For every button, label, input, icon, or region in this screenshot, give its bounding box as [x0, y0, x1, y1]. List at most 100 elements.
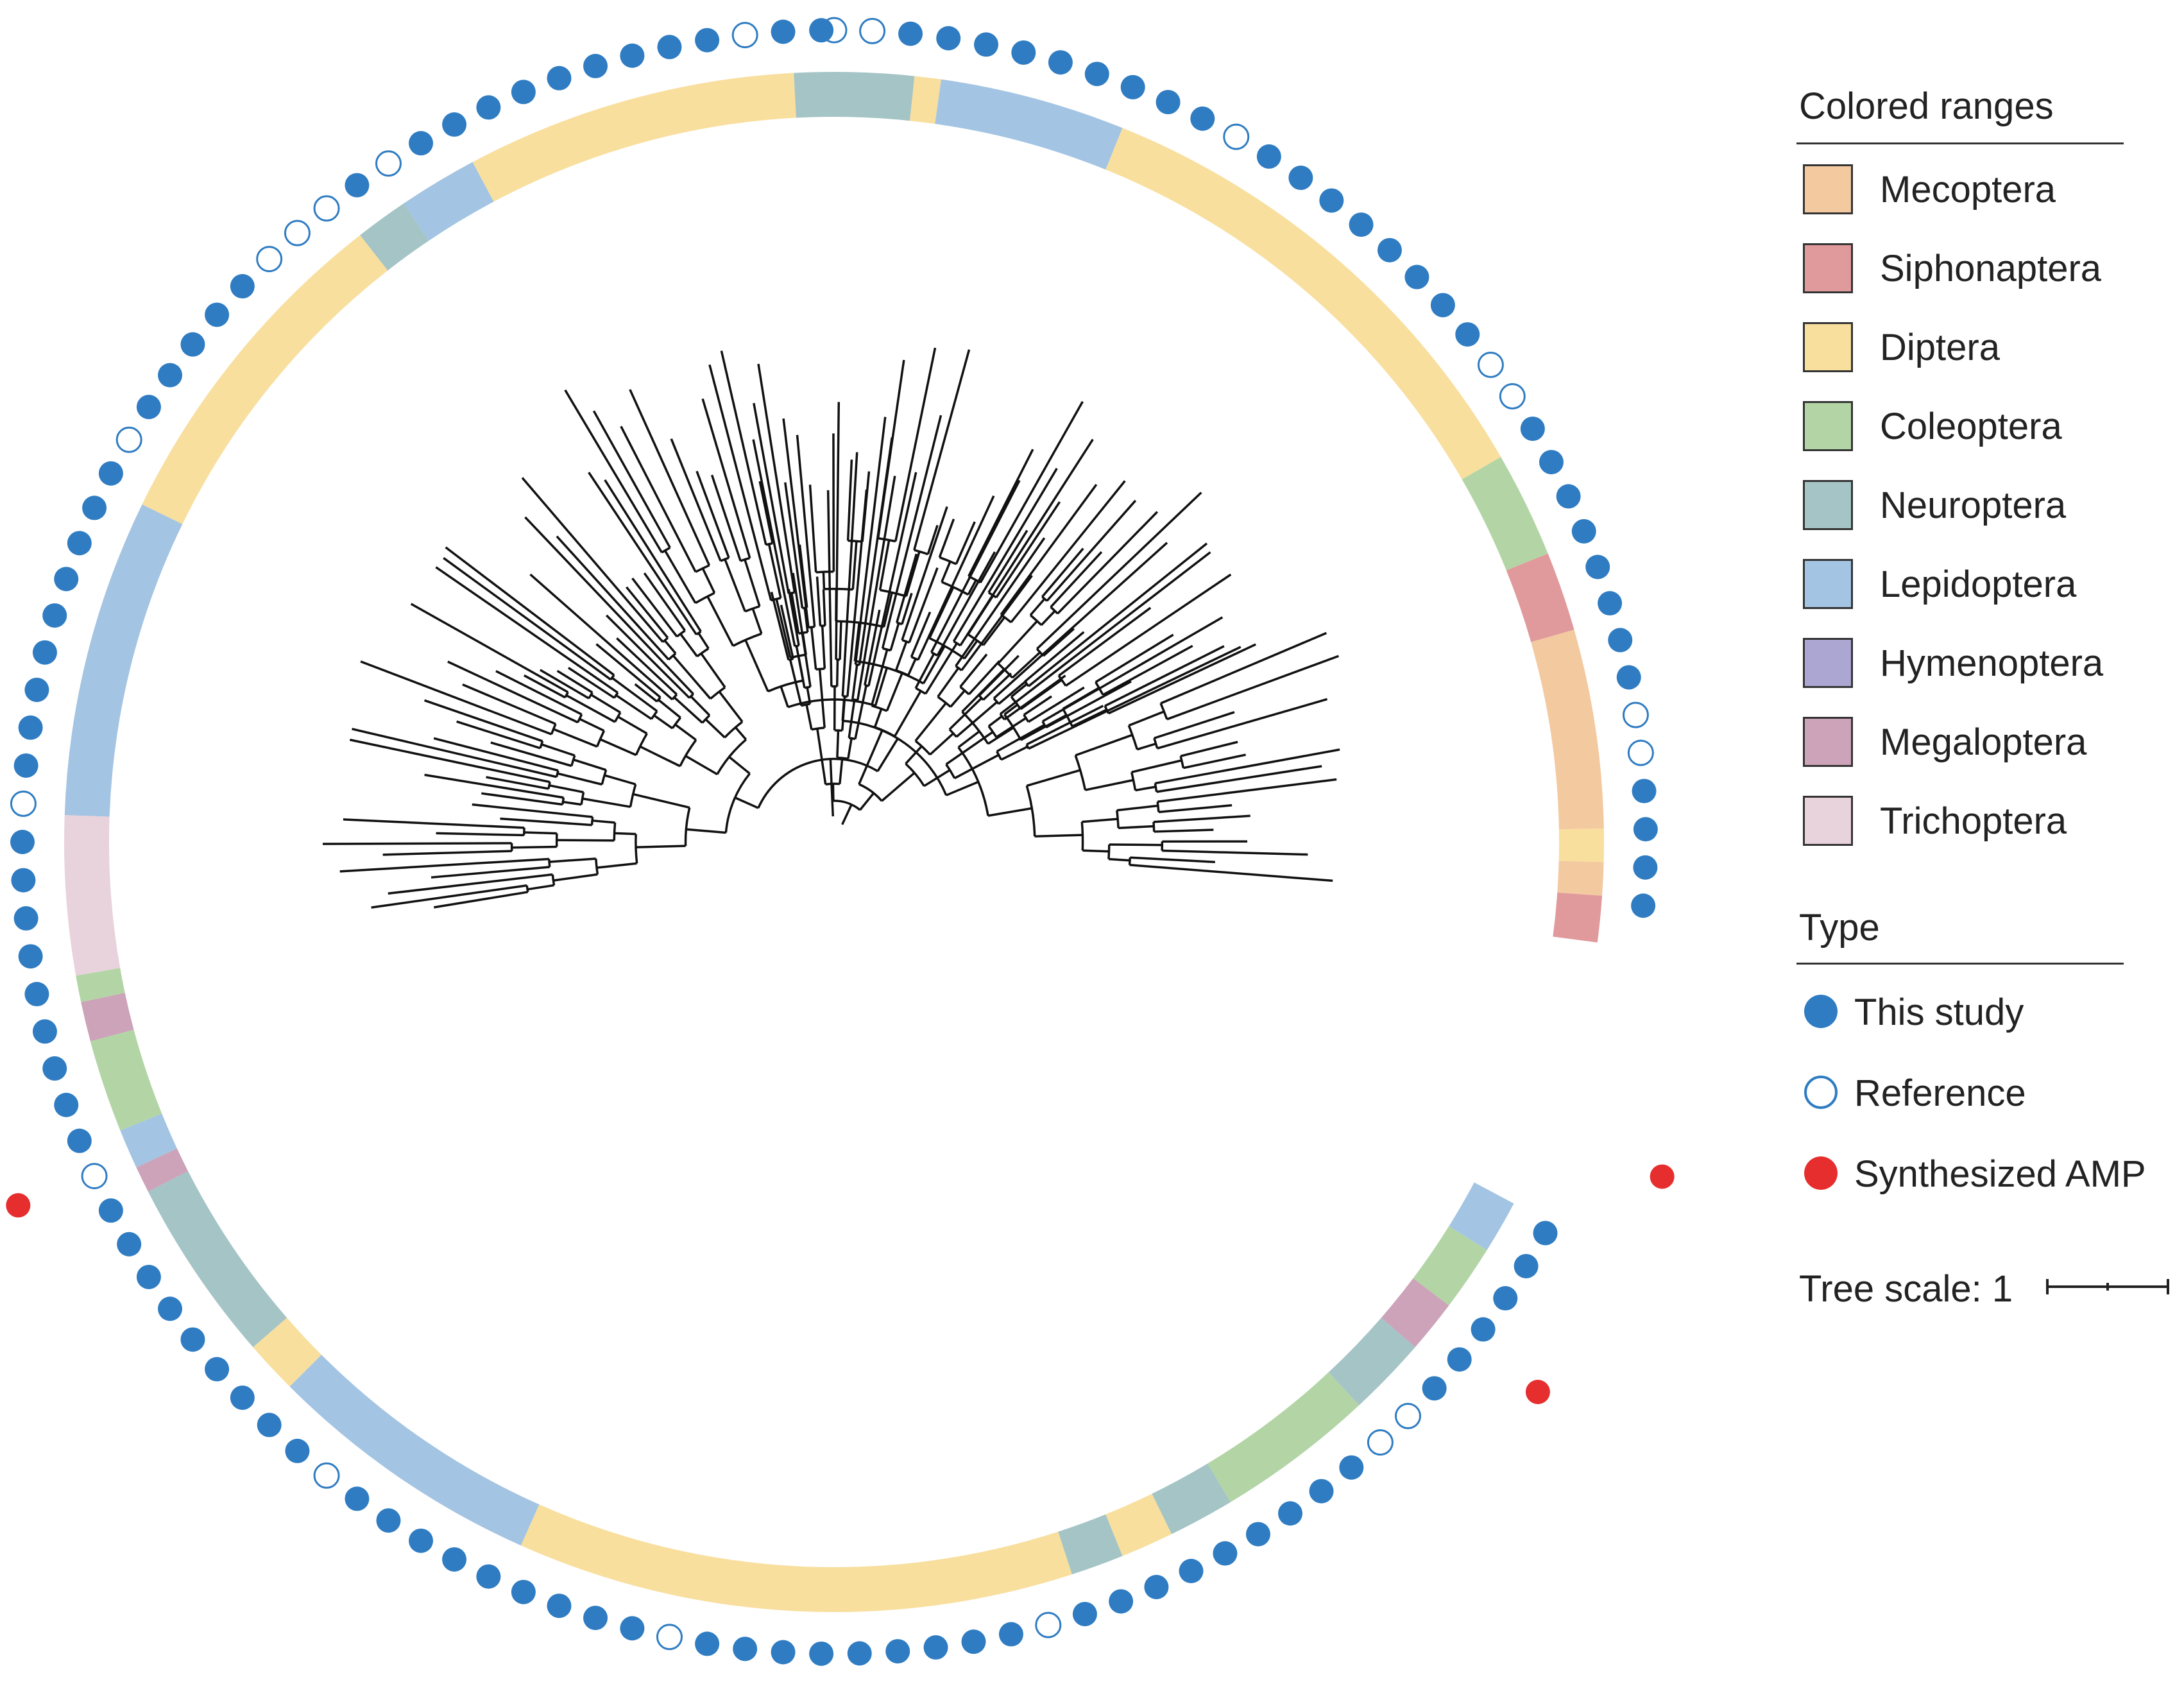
- tree-leaf-branch: [955, 521, 976, 565]
- tree-leaf-branch: [796, 434, 816, 627]
- this-study-marker: [847, 1641, 872, 1666]
- this-study-marker: [1533, 1221, 1558, 1246]
- tree-leaf-branch: [423, 699, 543, 743]
- tree-stem: [617, 716, 648, 735]
- range-band-coleoptera: [1413, 1226, 1487, 1306]
- tree-leaf-branch: [808, 485, 817, 572]
- tree-stem: [905, 745, 923, 765]
- tree-leaf-branch: [1050, 551, 1103, 608]
- tree-leaf-branch: [1003, 674, 1066, 721]
- tree-leaf-branch: [930, 479, 1021, 653]
- tree-stem: [997, 620, 1038, 665]
- this-study-marker: [180, 1327, 205, 1352]
- tree-stem: [590, 694, 621, 714]
- this-study-marker: [230, 1385, 255, 1410]
- reference-marker: [256, 246, 283, 273]
- legend-swatch: [1803, 559, 1853, 609]
- tree-node-arc: [613, 822, 617, 841]
- tree-leaf-branch: [629, 389, 711, 566]
- this-study-marker: [117, 1232, 142, 1257]
- tree-stem: [658, 699, 681, 719]
- tree-stem: [874, 667, 888, 707]
- tree-stem: [995, 717, 1027, 739]
- tree-leaf-branch: [595, 643, 661, 698]
- legend-type-this-study: This study: [1796, 982, 2169, 1040]
- tree-stem: [582, 797, 631, 809]
- tree-node-arc: [914, 549, 928, 556]
- this-study-marker: [136, 1264, 161, 1289]
- this-study-marker: [923, 1635, 948, 1660]
- tree-node-arc: [684, 807, 691, 846]
- tree-node-arc: [635, 733, 648, 756]
- tree-stem: [685, 755, 718, 776]
- tree-stem: [1116, 804, 1159, 812]
- tree-leaf-branch: [447, 660, 579, 724]
- tree-stem: [806, 687, 812, 705]
- legend-swatch: [1803, 243, 1853, 293]
- this-study-marker: [733, 1636, 758, 1661]
- tree-leaf-branch: [881, 415, 943, 649]
- this-study-marker: [24, 677, 49, 702]
- tree-stem: [795, 646, 806, 689]
- tree-stem: [553, 728, 598, 748]
- tree-leaf-branch: [1102, 644, 1193, 696]
- tree-node-arc: [833, 800, 861, 811]
- tree-leaf-branch: [864, 610, 881, 686]
- tree-leaf-branch: [1157, 698, 1328, 750]
- tree-stem: [1131, 759, 1182, 773]
- tree-stem: [706, 596, 735, 647]
- reference-marker: [656, 1624, 683, 1651]
- tree-node-arc: [878, 537, 896, 543]
- tree-stem: [1108, 857, 1130, 862]
- range-band-lepidoptera: [403, 162, 494, 241]
- tree-stem: [914, 702, 947, 742]
- tree-stem: [1011, 651, 1041, 679]
- this-study-marker: [1245, 1522, 1270, 1547]
- this-study-marker: [11, 868, 36, 893]
- type-marker-icon: [1804, 1076, 1838, 1109]
- reference-marker: [375, 150, 402, 177]
- tree-leaf-branch: [1010, 480, 1126, 623]
- this-study-marker: [98, 1198, 123, 1223]
- tree-leaf-branch: [752, 439, 796, 647]
- synthesized-amp-marker: [1525, 1380, 1550, 1405]
- this-study-marker: [771, 19, 796, 44]
- tree-node-arc: [957, 746, 989, 816]
- this-study-marker: [809, 1641, 834, 1666]
- tree-leaf-branch: [382, 850, 512, 856]
- tree-leaf-branch: [436, 832, 524, 837]
- tree-stem: [945, 731, 994, 766]
- range-band-lepidoptera: [64, 504, 183, 817]
- this-study-marker: [180, 332, 205, 357]
- this-study-marker: [1633, 817, 1658, 842]
- tree-stem: [870, 649, 889, 707]
- this-study-marker: [10, 830, 35, 854]
- tree-leaf-branch: [998, 680, 1028, 705]
- reference-marker: [1035, 1611, 1062, 1638]
- tree-leaf-branch: [529, 573, 673, 701]
- tree-stem: [907, 658, 917, 676]
- tree-leaf-branch: [456, 720, 541, 750]
- this-study-marker: [409, 1528, 434, 1553]
- legend-label: Mecoptera: [1880, 169, 2056, 210]
- tree-stem: [987, 726, 1014, 745]
- tree-leaf-branch: [979, 400, 1084, 583]
- tree-leaf-branch: [1042, 616, 1224, 723]
- tree-leaf-branch: [936, 551, 996, 657]
- tree-leaf-branch: [968, 449, 1034, 577]
- tree-stem: [873, 708, 883, 728]
- this-study-marker: [1011, 40, 1036, 65]
- tree-stem: [937, 667, 960, 698]
- tree-leaf-branch: [371, 884, 527, 909]
- tree-leaf-branch: [815, 576, 822, 626]
- tree-scale-bar: [2046, 1279, 2169, 1294]
- tree-leaf-branch: [901, 506, 948, 640]
- tree-stem: [848, 700, 856, 739]
- tree-stem: [851, 541, 858, 590]
- range-band-neuroptera: [794, 71, 915, 121]
- tree-stem: [841, 696, 846, 731]
- tree-stem: [894, 690, 922, 737]
- tree-stem: [950, 689, 966, 708]
- tree-node-arc: [724, 721, 744, 739]
